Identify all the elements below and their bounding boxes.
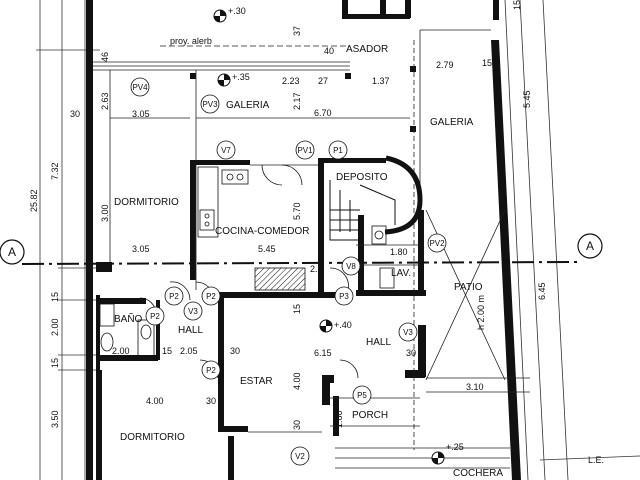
level-text-cochera: +.25 — [446, 442, 464, 452]
dim-7-32: 7.32 — [50, 162, 60, 180]
dim-27: 27 — [318, 76, 328, 86]
room-label-galeria-left: GALERIA — [226, 100, 270, 111]
interior-walls — [96, 0, 426, 480]
dim-30-left: 30 — [70, 109, 80, 119]
tag-p2-d: P2 — [150, 312, 160, 321]
room-label-estar: ESTAR — [240, 376, 273, 387]
tag-v3-a: V3 — [188, 307, 198, 316]
dim-3-05-mid: 3.05 — [132, 244, 150, 254]
room-label-deposito: DEPOSITO — [336, 172, 388, 183]
dim-30-hall: 30 — [230, 346, 240, 356]
dim-15-galeria: 15 — [482, 58, 492, 68]
dim-2-00-bano: 2.00 — [112, 346, 130, 356]
dim-5-45-mid: 5.45 — [258, 244, 276, 254]
room-label-galeria-right: GALERIA — [430, 117, 474, 128]
dim-1-80-lav: 1.80 — [390, 247, 408, 257]
dim-2-17: 2.17 — [292, 92, 302, 110]
tag-p5: P5 — [357, 391, 367, 400]
dim-3-10: 3.10 — [466, 382, 484, 392]
dim-40: 40 — [324, 46, 334, 56]
kitchen-counter — [197, 166, 306, 291]
room-label-patio: PATIO — [454, 282, 483, 293]
dim-2-23: 2.23 — [282, 76, 300, 86]
room-label-hall-right: HALL — [366, 337, 391, 348]
dim-3-05-top: 3.05 — [132, 109, 150, 119]
room-label-porch: PORCH — [352, 410, 388, 421]
dim-15-bano: 15 — [162, 346, 172, 356]
dim-15-left-a: 15 — [50, 292, 60, 302]
right-dimension-lines — [504, 0, 640, 480]
left-dimension-lines — [36, 0, 100, 480]
dim-15-top-right: 15 — [512, 0, 522, 10]
axis-label-left: A — [8, 245, 16, 259]
thin-lines — [93, 29, 530, 469]
level-markers — [213, 9, 445, 465]
dim-15-left-b: 15 — [50, 358, 60, 368]
axis-marker-right — [577, 233, 603, 259]
dim-2-63: 2.63 — [100, 92, 110, 110]
dim-30-porch: 30 — [292, 420, 302, 430]
dim-5-45-right: 5.45 — [522, 90, 532, 108]
dim-46: 46 — [100, 52, 110, 62]
dim-1-37: 1.37 — [372, 76, 390, 86]
dim-1-80-porch: 1.80 — [334, 410, 344, 428]
section-axis: A A — [0, 233, 603, 265]
staircase — [329, 155, 423, 241]
level-marker-cochera — [431, 451, 445, 465]
tag-v3-b: V3 — [403, 328, 413, 337]
tag-pv1: PV1 — [297, 146, 313, 155]
note-le: L.E. — [588, 455, 604, 465]
tag-pv4: PV4 — [132, 83, 148, 92]
dim-30-hall-right: 30 — [406, 348, 416, 358]
tag-p3: P3 — [339, 292, 349, 301]
room-label-cochera: COCHERA — [453, 468, 503, 479]
level-marker-top — [213, 9, 227, 23]
tag-v7: V7 — [221, 146, 231, 155]
tag-v2: V2 — [295, 452, 305, 461]
dim-6-15: 6.15 — [314, 348, 332, 358]
opening-tags — [130, 77, 447, 466]
dim-4-00-estar: 4.00 — [292, 372, 302, 390]
tag-p1: P1 — [333, 146, 343, 155]
room-label-hall-left: HALL — [178, 325, 203, 336]
tag-p2-b: P2 — [206, 292, 216, 301]
dim-6-45: 6.45 — [537, 282, 547, 300]
axis-label-right: A — [586, 239, 594, 253]
dim-37: 37 — [292, 26, 302, 36]
dim-30-dorm: 30 — [206, 396, 216, 406]
outer-walls — [86, 0, 521, 480]
note-proy-alero: proy. alerb — [170, 36, 212, 46]
level-text-hall: +.40 — [334, 320, 352, 330]
room-label-dormitorio-bottom: DORMITORIO — [120, 432, 185, 443]
room-label-dormitorio-top: DORMITORIO — [114, 197, 179, 208]
level-marker-hall — [319, 319, 333, 333]
bathroom-fixtures — [99, 225, 395, 357]
tag-v8: V8 — [346, 262, 356, 271]
dim-15-hall: 15 — [292, 304, 302, 314]
level-text-galeria: +.35 — [232, 72, 250, 82]
axis-marker-left — [0, 239, 25, 265]
level-text-top: +.30 — [228, 6, 246, 16]
room-label-cocina-comedor: COCINA-COMEDOR — [215, 226, 309, 237]
dim-2-2: 2.2 — [310, 264, 323, 274]
dim-5-70: 5.70 — [292, 202, 302, 220]
dim-2-05: 2.05 — [180, 346, 198, 356]
note-h200: h 2.00 m — [476, 295, 486, 330]
room-label-lav: LAV. — [391, 268, 411, 279]
dim-3-00: 3.00 — [100, 204, 110, 222]
dim-6-70: 6.70 — [314, 108, 332, 118]
room-label-bano: BAÑO — [114, 312, 143, 325]
tag-pv3: PV3 — [202, 100, 218, 109]
level-marker-galeria — [217, 73, 231, 87]
tag-p2-c: P2 — [206, 366, 216, 375]
tag-pv2: PV2 — [429, 239, 445, 248]
dim-2-79: 2.79 — [436, 60, 454, 70]
room-label-asador: ASADOR — [346, 44, 388, 55]
dim-2-00-left: 2.00 — [50, 318, 60, 336]
tag-p2-a: P2 — [169, 292, 179, 301]
dim-25-82: 25.82 — [29, 189, 39, 212]
dim-3-50: 3.50 — [50, 410, 60, 428]
dim-4-00-dorm: 4.00 — [146, 396, 164, 406]
